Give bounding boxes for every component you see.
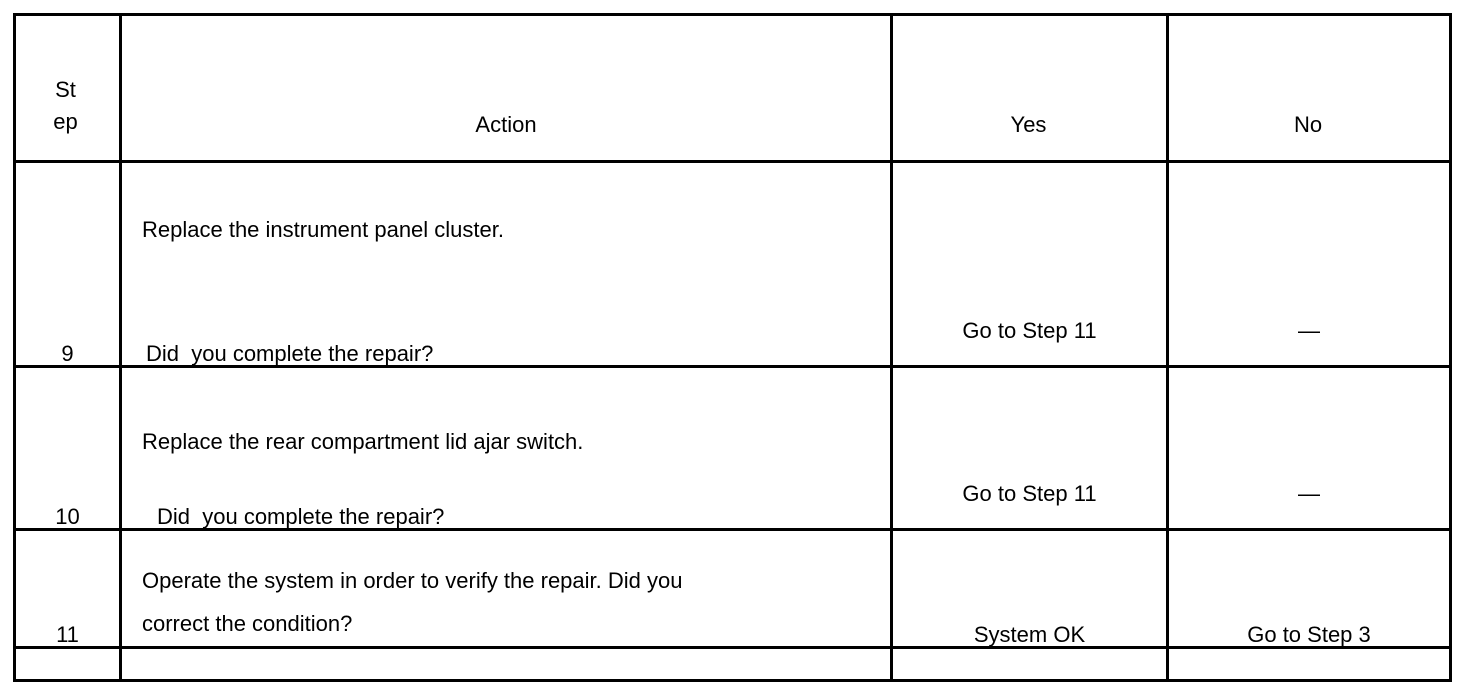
diagnostic-step-table: St ep Action Yes No 9 Replace the instru… [13,13,1452,682]
action-cell: Replace the rear compartment lid ajar sw… [119,365,893,531]
action-text-primary: Replace the instrument panel cluster. [142,217,504,242]
action-text-primary: Operate the system in order to verify th… [142,568,683,594]
column-header-yes: Yes [890,13,1169,163]
action-cell: Replace the instrument panel cluster. Di… [119,160,893,368]
action-text-question: Did you complete the repair? [146,341,434,366]
action-spacer [142,453,890,506]
no-answer-text: — [1298,318,1320,343]
action-text-primary: Replace the rear compartment lid ajar sw… [142,429,584,454]
table-row: 9 Replace the instrument panel cluster. … [13,160,1452,368]
no-answer-cell: Go to Step 3 [1166,528,1452,649]
table-row: 10 Replace the rear compartment lid ajar… [13,365,1452,531]
column-header-action: Action [119,13,893,163]
yes-answer-cell: Go to Step 11 [890,160,1169,368]
action-text-question: Did you complete the repair? [157,504,445,529]
step-number-cell-partial [13,646,122,682]
column-header-action-label: Action [475,112,537,137]
action-cell: Operate the system in order to verify th… [119,528,893,649]
step-number-cell: 11 [13,528,122,649]
action-text-continuation: correct the condition? [142,611,353,637]
no-answer-cell: — [1166,365,1452,531]
column-header-step-line1: St [55,77,76,103]
step-number-cell: 9 [13,160,122,368]
yes-answer-text: Go to Step 11 [962,318,1097,343]
column-header-no: No [1166,13,1452,163]
column-header-step: St ep [13,13,122,163]
table-header-row: St ep Action Yes No [13,13,1452,163]
yes-answer-cell: Go to Step 11 [890,365,1169,531]
yes-answer-text: Go to Step 11 [962,481,1097,506]
table-row-partial [13,646,1452,682]
action-cell-partial [119,646,893,682]
no-answer-cell-partial [1166,646,1452,682]
no-answer-text: — [1298,481,1320,506]
yes-answer-text: System OK [973,622,1086,647]
column-header-step-line2: ep [53,109,78,135]
yes-answer-cell-partial [890,646,1169,682]
column-header-yes-label: Yes [1010,112,1047,137]
no-answer-cell: — [1166,160,1452,368]
yes-answer-cell: System OK [890,528,1169,649]
column-header-no-label: No [1293,112,1323,137]
action-spacer [142,241,890,343]
step-number-cell: 10 [13,365,122,531]
table-row: 11 Operate the system in order to verify… [13,528,1452,649]
no-answer-text: Go to Step 3 [1247,622,1371,647]
